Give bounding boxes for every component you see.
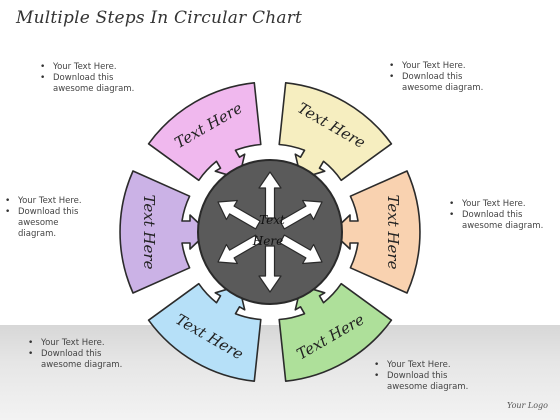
list-item: •Your Text Here. [374,360,451,370]
list-item: •Your Text Here. [449,199,526,209]
segment-orange-label: Text Here [384,195,402,270]
text-block-bottom-right: •Your Text Here. •Download this awesome … [374,360,484,393]
list-item: •Download this awesome diagram. [40,73,135,94]
segment-green [278,282,393,382]
hub-arrow-icon [279,199,323,230]
segment-purple-label: Text Here [140,195,158,270]
list-item: •Download this awesome diagram. [389,72,484,93]
list-item: •Download this awesome diagram. [5,207,79,239]
hub-arrow-icon [279,234,323,265]
hub-arrow-icon [217,199,261,230]
floor-shadow [0,325,560,420]
list-item: •Your Text Here. [5,196,82,206]
hub-arrow-icon [217,234,261,265]
segment-yellow [278,82,393,182]
text-block-mid-left: •Your Text Here. •Download this awesome … [5,196,91,240]
list-item: •Download this awesome diagram. [374,371,469,392]
list-item: •Download this awesome diagram. [28,349,123,370]
center-label-line2: Here [252,234,283,248]
text-block-mid-right: •Your Text Here. •Download this awesome … [449,199,554,232]
segment-blue [147,282,262,382]
list-item: •Download this awesome diagram. [449,210,544,231]
hub-arrow-icon [258,171,282,219]
segment-orange [331,170,421,294]
segment-purple [119,170,209,294]
slide-title: Multiple Steps In Circular Chart [16,8,303,28]
list-item: •Your Text Here. [40,62,117,72]
text-block-top-left: •Your Text Here. •Download this awesome … [40,62,144,95]
text-block-top-right: •Your Text Here. •Download this awesome … [389,61,497,94]
logo-text: Your Logo [507,401,548,410]
segment-pink [147,82,262,182]
list-item: •Your Text Here. [28,338,105,348]
hub-arrow-icon [258,245,282,293]
text-block-bottom-left: •Your Text Here. •Download this awesome … [28,338,136,371]
center-hub [197,159,343,305]
list-item: •Your Text Here. [389,61,466,71]
center-label-line1: Text [259,213,285,227]
